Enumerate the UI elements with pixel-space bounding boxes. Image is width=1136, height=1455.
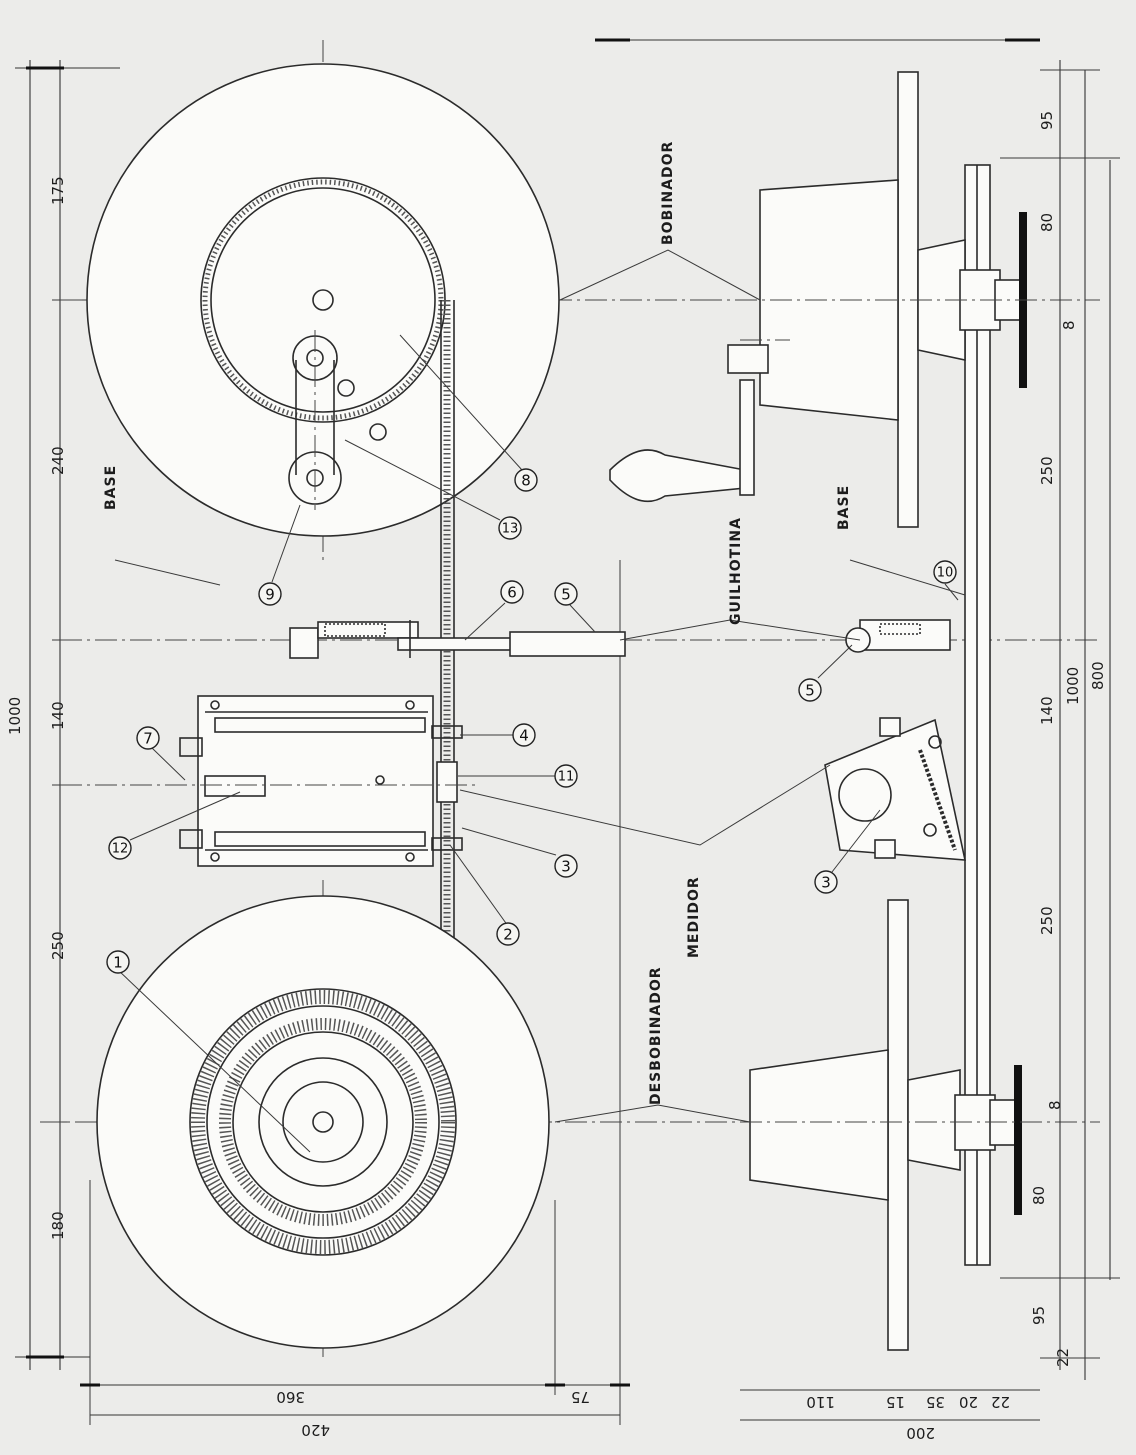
callout-13: 13 (344, 439, 522, 540)
callout-9-text: 9 (265, 586, 275, 604)
callout-12-text: 12 (112, 842, 129, 857)
dim-right-1000: 1000 (1064, 667, 1082, 705)
dim-left-total: 1000 (6, 697, 24, 735)
callout-3b-text: 3 (821, 874, 831, 892)
callout-10-text: 10 (937, 566, 954, 581)
callout-5b-text: 5 (805, 682, 815, 700)
callout-6: 6 (464, 580, 524, 641)
callout-8-text: 8 (521, 472, 531, 490)
callout-7-text: 7 (143, 730, 153, 748)
callout-3b: 3 (814, 809, 881, 894)
dim-left-140: 140 (49, 701, 67, 730)
callout-5: 5 (554, 582, 596, 633)
callout-4-text: 4 (519, 727, 529, 745)
supply-reel (40, 880, 740, 1360)
dim-left-240: 240 (49, 446, 67, 475)
callout-10: 10 (933, 560, 959, 601)
dim-bottom-200: 200 (906, 1424, 935, 1442)
dim-bottom-15: 15 (886, 1393, 905, 1411)
callout-2-text: 2 (503, 926, 513, 944)
label-base-left: BASE (103, 465, 119, 510)
callout-5-text: 5 (561, 586, 571, 604)
callout-4: 4 (460, 723, 536, 747)
label-base-right: BASE (836, 485, 852, 530)
label-medidor: MEDIDOR (686, 876, 702, 958)
callout-13-text: 13 (502, 522, 519, 537)
dim-bottom-35: 35 (926, 1393, 945, 1411)
dim-left-180: 180 (49, 1211, 67, 1240)
meter-block (60, 695, 480, 867)
dim-right-800: 800 (1089, 661, 1107, 690)
dim-right-250-top: 250 (1038, 456, 1056, 485)
callout-6-text: 6 (507, 584, 517, 602)
callout-7: 7 (136, 726, 186, 781)
dim-right-80-bottom: 80 (1030, 1186, 1048, 1205)
dim-right-80-top: 80 (1038, 213, 1056, 232)
callout-11: 11 (458, 764, 578, 788)
dim-bottom-110: 110 (806, 1393, 835, 1411)
dim-right-8-bottom: 8 (1046, 1100, 1064, 1110)
label-guilhotina: GUILHOTINA (728, 517, 744, 625)
callout-8: 8 (399, 334, 538, 492)
callout-1: 1 (106, 950, 311, 1153)
side-elevation (595, 38, 1120, 1421)
bottom-dimension-lines (80, 560, 630, 1425)
callout-1-text: 1 (113, 954, 123, 972)
take-up-reel (60, 40, 700, 1120)
dim-bottom-420: 420 (301, 1421, 330, 1439)
dim-right-22: 22 (1054, 1348, 1072, 1367)
dim-bottom-360: 360 (276, 1388, 305, 1406)
dim-right-140: 140 (1038, 696, 1056, 725)
callout-2: 2 (449, 844, 520, 946)
dim-bottom-20: 20 (959, 1393, 978, 1411)
callout-3: 3 (461, 827, 578, 878)
callout-12: 12 (108, 791, 241, 860)
guillotine-top-view (60, 620, 1100, 659)
label-desbobinador: DESBOBINADOR (648, 966, 664, 1105)
dim-right-8-top: 8 (1060, 320, 1078, 330)
label-bobinador: BOBINADOR (660, 141, 676, 245)
dim-right-95-top: 95 (1038, 111, 1056, 130)
dim-right-250-bottom: 250 (1038, 906, 1056, 935)
dim-bottom-75: 75 (571, 1388, 590, 1406)
callout-9: 9 (258, 504, 301, 606)
callout-11-text: 11 (558, 770, 575, 785)
dim-left-250: 250 (49, 931, 67, 960)
callout-5b: 5 (798, 644, 853, 702)
dim-right-95-bottom: 95 (1030, 1306, 1048, 1325)
leader-lines (114, 249, 966, 1123)
dim-left-175: 175 (49, 176, 67, 205)
tension-arm (288, 330, 387, 510)
dim-bottom-22: 22 (991, 1393, 1010, 1411)
callout-3-text: 3 (561, 858, 571, 876)
